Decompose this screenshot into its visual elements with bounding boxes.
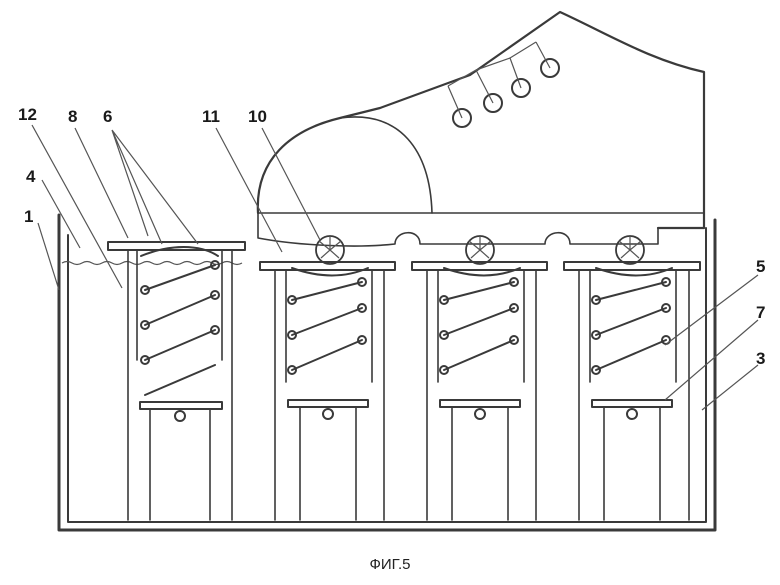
spring-unit-1 (108, 242, 245, 520)
shoe-eyelets (448, 42, 559, 127)
spring-unit-4 (564, 262, 700, 520)
label-5: 5 (756, 257, 765, 276)
label-11: 11 (202, 107, 220, 126)
shoe (258, 12, 704, 246)
label-6: 6 (103, 107, 112, 126)
label-10: 10 (248, 107, 267, 126)
spring-unit-2 (260, 262, 395, 520)
label-4: 4 (26, 167, 36, 186)
label-3: 3 (756, 349, 765, 368)
label-8: 8 (68, 107, 77, 126)
reference-numerals: 12 8 6 11 10 4 1 5 7 3 (18, 105, 765, 368)
label-12: 12 (18, 105, 37, 124)
label-1: 1 (24, 207, 33, 226)
label-7: 7 (756, 303, 765, 322)
figure-caption: ФИГ.5 (0, 556, 780, 573)
sole-bump-arrows (316, 236, 644, 264)
spring-unit-3 (412, 262, 547, 520)
